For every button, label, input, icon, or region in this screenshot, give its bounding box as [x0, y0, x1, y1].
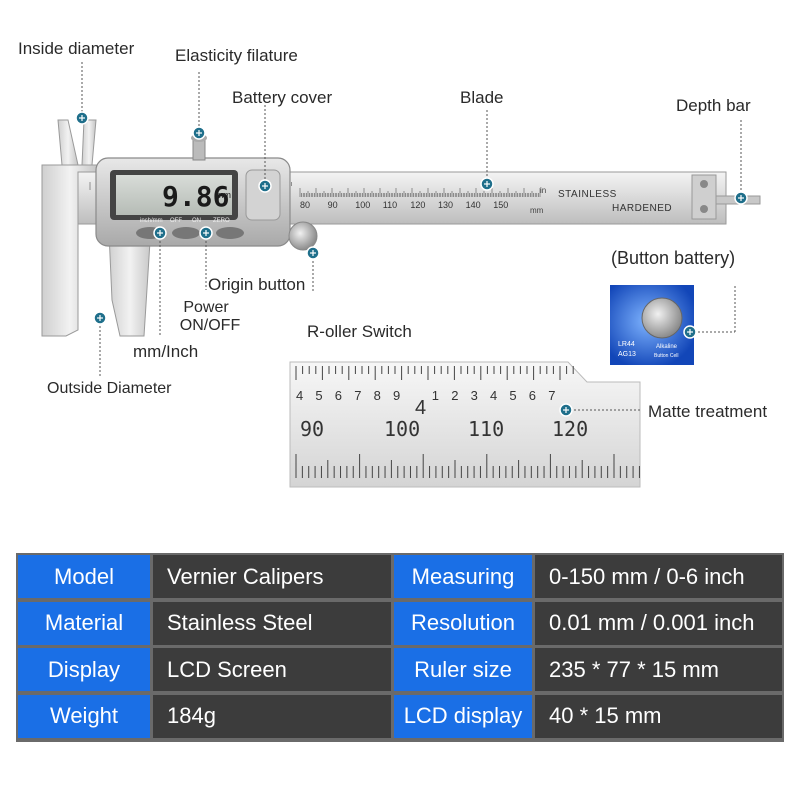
label-power-on-off: ON/OFF — [179, 317, 241, 334]
spec-key: Material — [18, 601, 150, 645]
zoom-inch-number: 7 — [548, 388, 555, 403]
label-mm-inch: mm/Inch — [133, 342, 199, 361]
hardened-text: HARDENED — [612, 203, 672, 214]
label-roller-switch: R-oller Switch — [307, 322, 412, 341]
sliding-head: 9.86 mm inch/mm OFF ON ZERO — [81, 119, 318, 337]
zoom-inch-number: 2 — [451, 388, 458, 403]
spec-value: 235 * 77 * 15 mm — [535, 648, 782, 691]
label-origin-button: Origin button — [208, 275, 306, 294]
spec-key: Model — [18, 555, 150, 598]
zoom-inch-number: 6 — [335, 388, 342, 403]
callout-markers — [75, 111, 748, 417]
spec-value: Stainless Steel — [153, 601, 391, 645]
beam-scale-number: 100 — [355, 200, 370, 210]
beam-scale-number: 90 — [328, 200, 338, 210]
zoom-mm-number: 110 — [468, 417, 504, 441]
zoom-inch-number: 6 — [529, 388, 536, 403]
zoom-inch-number: 1 — [432, 388, 439, 403]
beam-scale-ticks — [89, 182, 541, 197]
label-outside-diameter: Outside Diameter — [47, 380, 172, 397]
battery-alkaline: Alkaline — [656, 344, 678, 350]
zero-label: ZERO — [213, 218, 230, 224]
spec-value: Vernier Calipers — [153, 555, 391, 598]
zoom-mm-number: 120 — [552, 417, 588, 441]
battery-button-cell: Button Cell — [654, 353, 678, 359]
zoom-inch-number: 8 — [374, 388, 381, 403]
label-blade: Blade — [460, 88, 504, 107]
spec-key: Display — [18, 648, 150, 691]
zoom-inch-number: 3 — [471, 388, 478, 403]
caliper-diagram: 80 90 100 110 120 130 140 150 in mm STAINLESS H… — [18, 39, 768, 488]
zoom-inch-number: 4 — [490, 388, 497, 403]
zoom-inch-number: 7 — [354, 388, 361, 403]
lcd-unit: mm — [216, 190, 231, 200]
spec-key: Measuring — [394, 555, 532, 598]
label-elasticity-filature: Elasticity filature — [175, 46, 298, 65]
zoom-mm-number: 100 — [384, 417, 420, 441]
beam-scale-number: 140 — [466, 200, 481, 210]
zoom-inch-number: 4 — [296, 388, 303, 403]
spec-key: Weight — [18, 694, 150, 738]
zoom-ruler-ticks — [295, 366, 640, 478]
label-matte-treatment: Matte treatment — [648, 402, 768, 421]
off-label: OFF — [170, 218, 182, 224]
lcd-reading: 9.86 — [162, 180, 229, 213]
in-mark: in — [540, 186, 546, 195]
beam-scale-numbers: 80 90 100 110 120 130 140 150 — [300, 200, 508, 210]
beam-scale-number: 130 — [438, 200, 453, 210]
beam-scale-number: 80 — [300, 200, 310, 210]
beam-scale-number: 150 — [493, 200, 508, 210]
label-depth-bar: Depth bar — [676, 96, 751, 115]
beam-scale-number: 120 — [410, 200, 425, 210]
zoom-inch-big: 4 — [415, 397, 426, 419]
label-inside-diameter: Inside diameter — [18, 39, 135, 58]
spec-key: Resolution — [394, 601, 532, 645]
battery-ag13: AG13 — [618, 351, 636, 358]
zoom-inch-number: 5 — [509, 388, 516, 403]
leader-lines — [81, 62, 742, 411]
spec-value: 0.01 mm / 0.001 inch — [535, 601, 782, 645]
spec-value: LCD Screen — [153, 648, 391, 691]
label-battery-cover: Battery cover — [232, 88, 333, 107]
zoom-inch-number: 5 — [315, 388, 322, 403]
on-label: ON — [192, 218, 201, 224]
beam-scale-number: 110 — [383, 200, 397, 210]
spec-value: 184g — [153, 694, 391, 738]
caliper-illustration: 80 90 100 110 120 130 140 150 in mm STAINLESS H… — [41, 62, 761, 488]
inch-mm-label: inch/mm — [140, 218, 163, 224]
spec-key: Ruler size — [394, 648, 532, 691]
zoom-mm-number: 90 — [300, 417, 324, 441]
spec-key: LCD display — [394, 694, 532, 738]
mm-mark: mm — [530, 206, 544, 215]
battery-lr44: LR44 — [618, 341, 635, 348]
button-battery-image: LR44 AG13 Alkaline Button Cell — [610, 285, 694, 365]
spec-value: 0-150 mm / 0-6 inch — [535, 555, 782, 598]
spec-value: 40 * 15 mm — [535, 694, 782, 738]
label-button-battery: (Button battery) — [611, 248, 736, 268]
stainless-text: STAINLESS — [558, 189, 617, 200]
label-power: Power — [183, 299, 229, 316]
zoom-inch-number: 9 — [393, 388, 400, 403]
